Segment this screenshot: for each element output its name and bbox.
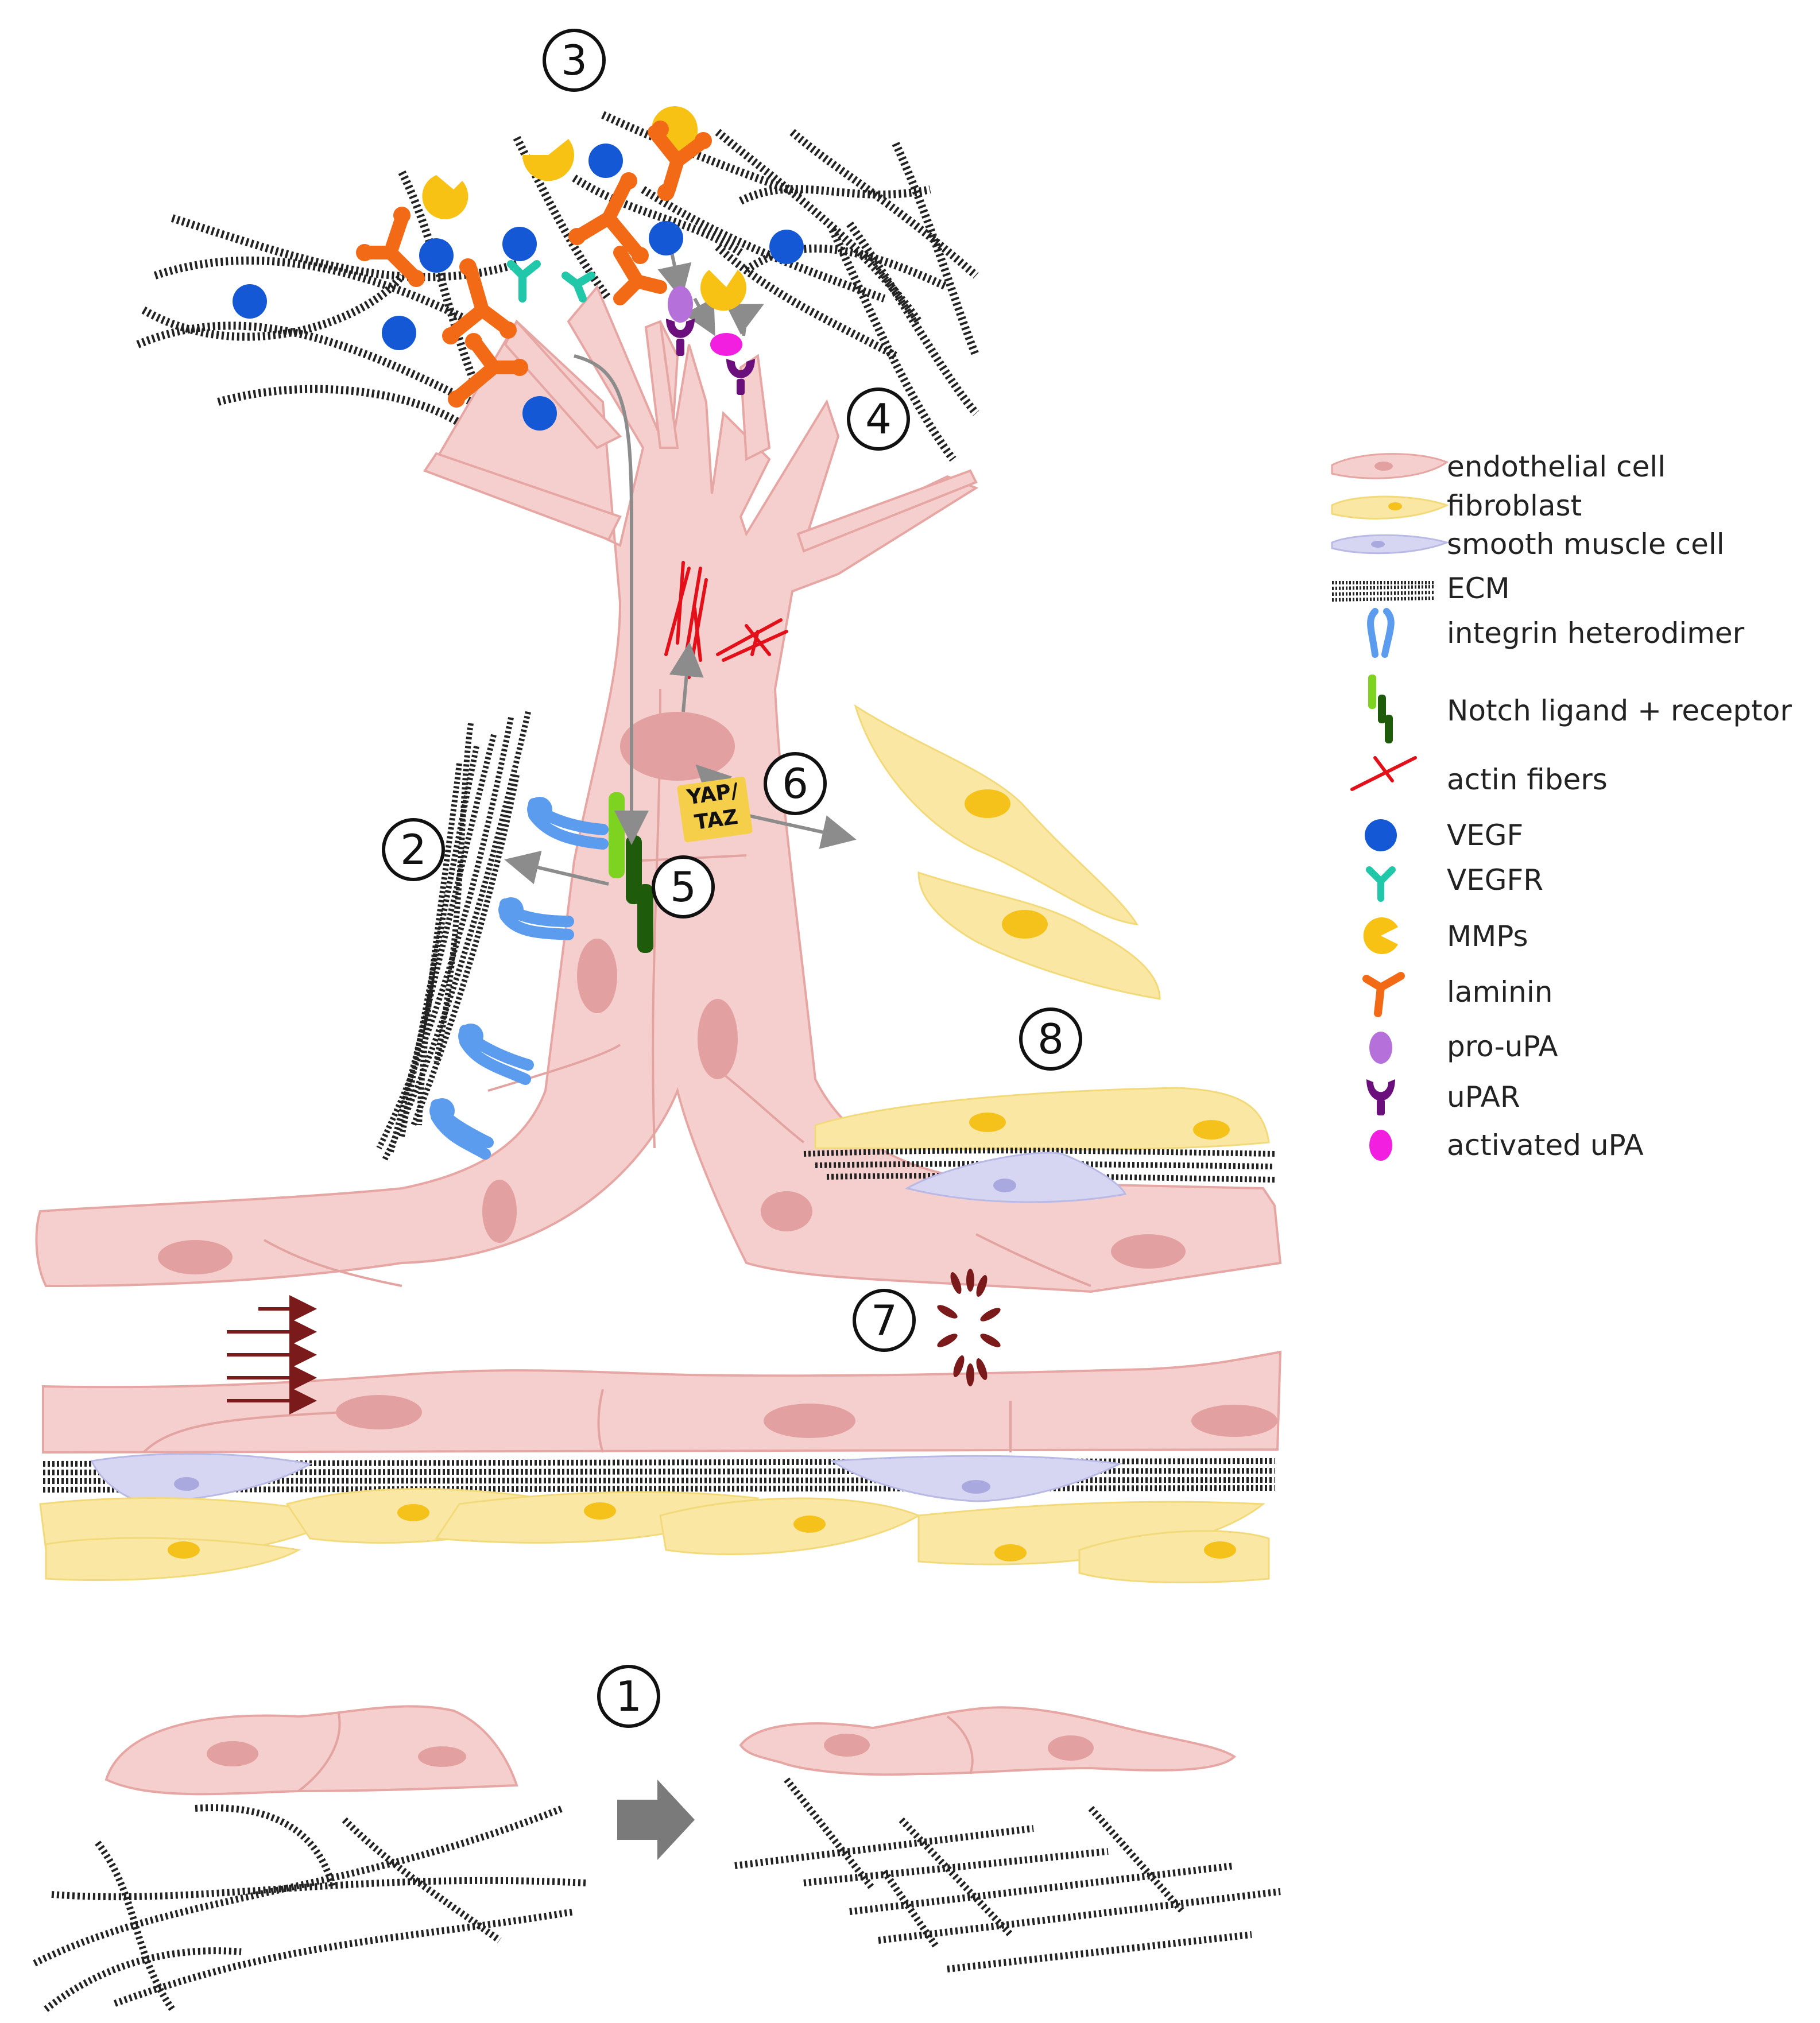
pro-upa-molecule	[668, 286, 693, 323]
legend-label-mmps: MMPs	[1447, 920, 1528, 953]
legend-fibroblast: fibroblast	[1331, 489, 1582, 522]
legend-integrin: integrin heterodimer	[1367, 608, 1745, 658]
step-6-marker: 6	[764, 752, 827, 815]
legend-ecm: ECM	[1331, 572, 1510, 605]
legend-activated-upa: activated uPA	[1369, 1129, 1644, 1162]
sprout-tip-ecm	[136, 111, 980, 462]
notch-icon	[1368, 675, 1393, 743]
upar-receptors	[666, 319, 755, 395]
vegf-molecules	[233, 144, 804, 431]
legend-upar: uPAR	[1366, 1079, 1520, 1115]
laminin-icon	[1362, 972, 1405, 1017]
region-7-marks	[937, 1269, 1001, 1386]
legend-label-smooth-muscle: smooth muscle cell	[1447, 528, 1725, 561]
svg-text:4: 4	[865, 395, 892, 443]
step-5-marker: 5	[652, 855, 715, 919]
integrin-ecm-strands	[376, 711, 531, 1161]
legend-label-fibroblast: fibroblast	[1447, 489, 1582, 522]
legend-label-upar: uPAR	[1447, 1080, 1520, 1114]
step-1-marker: 1	[597, 1665, 660, 1728]
svg-text:5: 5	[670, 863, 696, 911]
step-4-marker: 4	[847, 387, 910, 451]
legend-label-integrin: integrin heterodimer	[1447, 617, 1745, 650]
svg-text:7: 7	[871, 1296, 897, 1344]
notch-receptor	[626, 835, 653, 953]
legend-smooth-muscle: smooth muscle cell	[1331, 528, 1725, 561]
pro-upa-icon	[1369, 1032, 1392, 1064]
legend: endothelial cell fibroblast smooth muscl…	[1331, 450, 1792, 1162]
region-8-coverage	[803, 1087, 1275, 1203]
lower-smooth-muscle-cells	[90, 1453, 1123, 1503]
laminin-molecules	[361, 125, 707, 403]
legend-laminin: laminin	[1362, 972, 1552, 1017]
legend-label-actin: actin fibers	[1447, 763, 1608, 796]
ecm-icon	[1331, 581, 1436, 602]
legend-label-pro-upa: pro-uPA	[1447, 1030, 1558, 1063]
endothelial-nuclei	[158, 712, 1186, 1274]
legend-label-laminin: laminin	[1447, 975, 1552, 1009]
legend-notch: Notch ligand + receptor	[1368, 675, 1792, 743]
legend-label-activated-upa: activated uPA	[1447, 1129, 1644, 1162]
lower-fibroblast-nuclei	[168, 1502, 1236, 1561]
svg-text:8: 8	[1037, 1015, 1064, 1063]
svg-text:1: 1	[615, 1672, 642, 1720]
smooth-muscle-cell-icon	[1331, 534, 1450, 555]
legend-label-vegfr: VEGFR	[1447, 863, 1543, 897]
legend-mmps: MMPs	[1363, 917, 1528, 954]
step-markers: 1 2 3 4 5 6 7 8	[382, 29, 1082, 1728]
step-7-marker: 7	[853, 1289, 916, 1352]
legend-pro-upa: pro-uPA	[1369, 1030, 1558, 1064]
yap-taz-box: YAP/ TAZ	[677, 776, 753, 843]
notch-ligand	[609, 792, 625, 878]
integrin-heads	[429, 797, 552, 1123]
mmp-icon	[1363, 917, 1398, 954]
activated-upa-molecule	[710, 333, 742, 356]
svg-text:2: 2	[400, 826, 427, 874]
upar-icon	[1366, 1079, 1395, 1115]
flow-arrows	[227, 1295, 317, 1414]
integrin-icon	[1367, 608, 1395, 658]
legend-label-vegf: VEGF	[1447, 819, 1523, 852]
vegfr-receptors	[507, 260, 595, 303]
transition-arrow-icon	[617, 1780, 695, 1860]
lower-fibroblasts	[39, 1488, 1270, 1584]
svg-text:3: 3	[561, 36, 587, 84]
legend-vegfr: VEGFR	[1366, 863, 1543, 902]
legend-endothelial: endothelial cell	[1331, 450, 1666, 483]
migrating-fibroblast-nuclei	[965, 789, 1048, 939]
legend-label-ecm: ECM	[1447, 572, 1510, 605]
migrating-fibroblasts	[854, 704, 1161, 1000]
actin-icon	[1350, 756, 1417, 791]
sprout-branches	[423, 319, 978, 553]
legend-vegf: VEGF	[1365, 819, 1523, 852]
actin-fibers	[664, 561, 788, 679]
laminin-nodes	[356, 121, 712, 408]
legend-label-endothelial: endothelial cell	[1447, 450, 1666, 483]
step-8-marker: 8	[1019, 1007, 1082, 1071]
activated-upa-icon	[1369, 1130, 1392, 1161]
step-2-marker: 2	[382, 818, 445, 881]
legend-actin: actin fibers	[1350, 756, 1608, 796]
legend-label-notch: Notch ligand + receptor	[1447, 694, 1792, 727]
step-3-marker: 3	[543, 29, 606, 92]
vegf-icon	[1365, 819, 1397, 851]
region-1-panel	[33, 1705, 1281, 2012]
vegfr-icon	[1366, 866, 1396, 902]
svg-text:6: 6	[782, 759, 808, 808]
